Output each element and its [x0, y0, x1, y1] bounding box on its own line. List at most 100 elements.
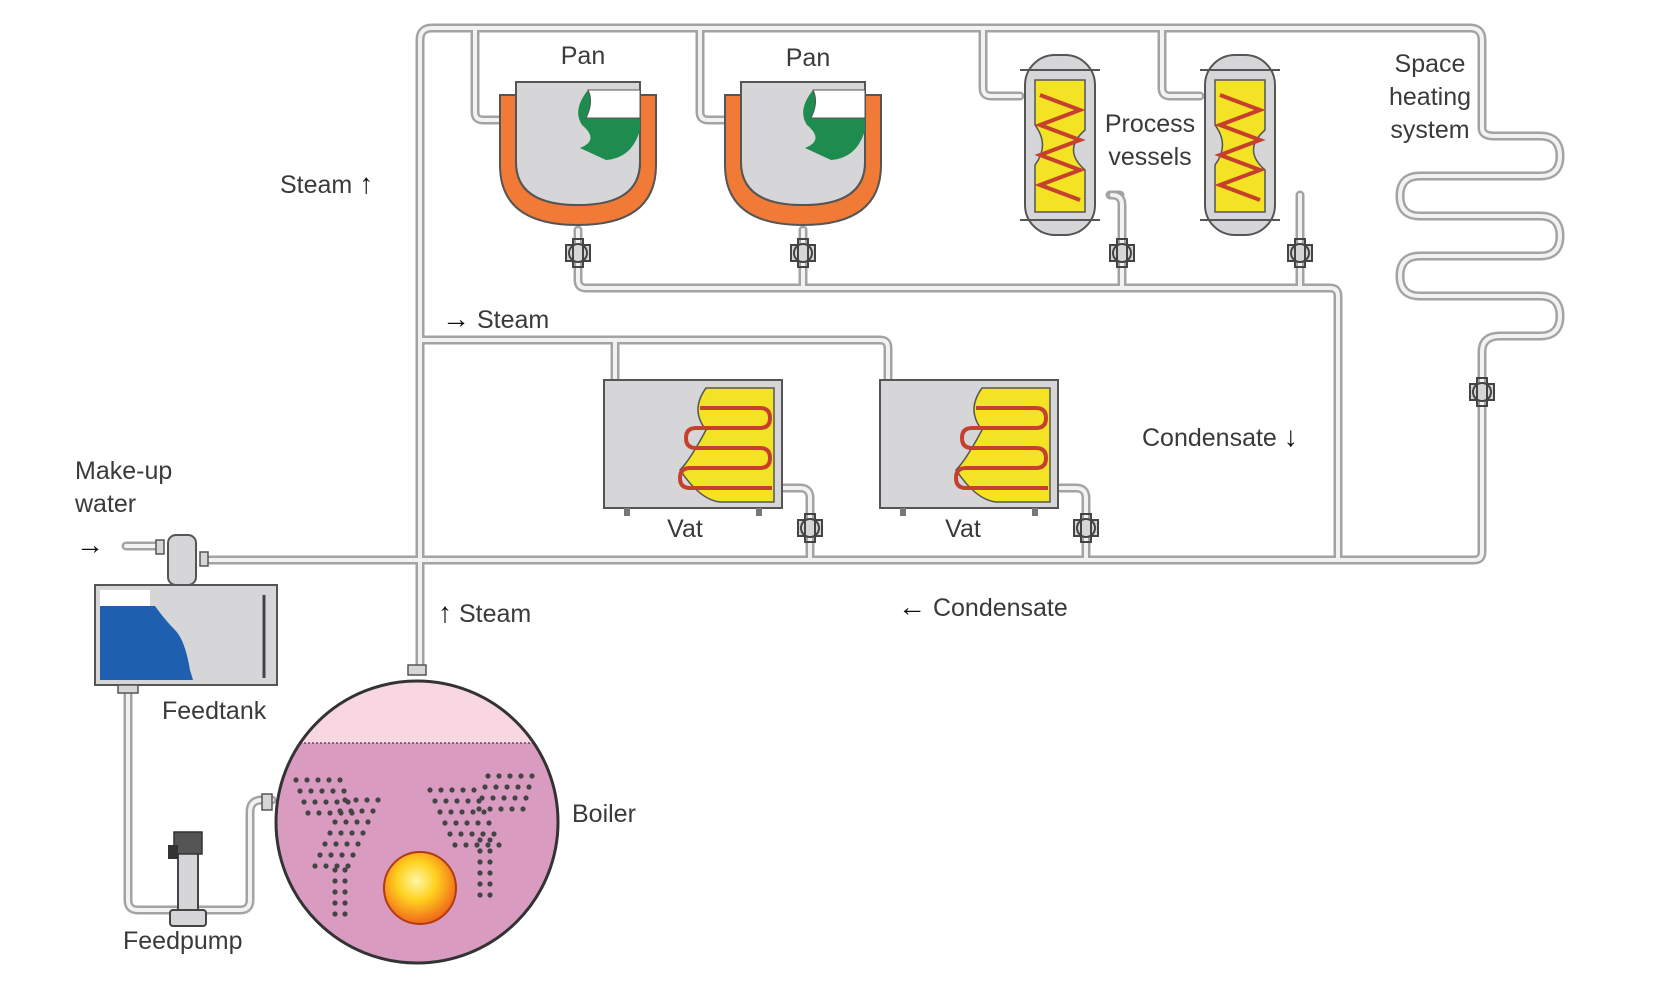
- boiler-bubble: [301, 799, 307, 805]
- label-pan-2: Pan: [785, 44, 831, 72]
- boiler-bubble: [304, 777, 310, 783]
- label-space-heating-line-2: heating: [1388, 83, 1472, 111]
- label-process-vessels-line-1: Process: [1104, 110, 1196, 138]
- boiler-bubble: [485, 773, 491, 779]
- boiler-bubble: [328, 852, 334, 858]
- label-steam-up-bottom: ↑ Steam: [438, 596, 531, 631]
- boiler-bubble: [487, 806, 493, 812]
- boiler-bubble: [334, 863, 340, 869]
- label-condensate-bottom: ← Condensate: [898, 590, 1068, 625]
- boiler-bubble: [437, 809, 443, 815]
- label-steam-right-text: Steam: [476, 306, 550, 334]
- boiler-bubble: [375, 797, 381, 803]
- boiler: [261, 664, 560, 965]
- boiler-bubble: [442, 820, 448, 826]
- pipework: [121, 23, 1565, 915]
- boiler-bubble: [360, 830, 366, 836]
- boiler-bubble: [365, 819, 371, 825]
- boiler-bubble: [447, 831, 453, 837]
- label-condensate-bottom-text: Condensate: [932, 594, 1068, 622]
- arrow-right-icon: →: [442, 303, 470, 334]
- boiler-bubble: [341, 788, 347, 794]
- label-condensate-right: Condensate ↓: [1142, 420, 1298, 455]
- boiler-bubble: [349, 830, 355, 836]
- boiler-bubble: [342, 911, 348, 917]
- boiler-bubble: [476, 806, 482, 812]
- boiler-bubble: [487, 881, 493, 887]
- boiler-bubble: [355, 841, 361, 847]
- label-process-vessels-line-2: vessels: [1108, 143, 1192, 171]
- boiler-bubble: [323, 799, 329, 805]
- boiler-bubble: [507, 773, 513, 779]
- boiler-bubble: [512, 795, 518, 801]
- boiler-bubble: [460, 787, 466, 793]
- boiler-bubble: [496, 842, 502, 848]
- steam-trap-vessel-1: [1109, 238, 1135, 268]
- boiler-bubble: [496, 773, 502, 779]
- label-space-heating-line-3: system: [1390, 116, 1470, 144]
- boiler-bubble: [319, 788, 325, 794]
- boiler-bubble: [308, 788, 314, 794]
- steam-trap-pan-2: [790, 238, 816, 268]
- steam-trap-vat-1: [797, 513, 823, 543]
- boiler-bubble: [493, 784, 499, 790]
- boiler-bubble: [364, 797, 370, 803]
- boiler-bubble: [348, 808, 354, 814]
- boiler-bubble: [342, 900, 348, 906]
- feedpump: [168, 831, 207, 927]
- boiler-bubble: [432, 798, 438, 804]
- boiler-bubble: [459, 809, 465, 815]
- boiler-bubble: [477, 892, 483, 898]
- boiler-bubble: [339, 852, 345, 858]
- boiler-bubble: [350, 852, 356, 858]
- label-process-vessels: Process vessels: [1090, 108, 1210, 174]
- boiler-bubble: [438, 787, 444, 793]
- label-makeup-water: Make-up water: [75, 455, 172, 521]
- label-steam-up-top: Steam ↑: [280, 167, 373, 202]
- boiler-bubble: [332, 900, 338, 906]
- boiler-bubble: [465, 798, 471, 804]
- boiler-bubble: [470, 809, 476, 815]
- boiler-bubble: [326, 777, 332, 783]
- boiler-bubble: [475, 820, 481, 826]
- steam-trap-vat-2: [1073, 513, 1099, 543]
- boiler-bubble: [342, 889, 348, 895]
- boiler-bubbles: [293, 773, 535, 917]
- boiler-bubble: [315, 777, 321, 783]
- boiler-bubble: [327, 830, 333, 836]
- boiler-bubble: [443, 798, 449, 804]
- arrow-makeup-inlet: →: [76, 528, 104, 563]
- process-vessel-2: [1200, 54, 1280, 236]
- boiler-bubble: [464, 820, 470, 826]
- boiler-bubble: [490, 795, 496, 801]
- boiler-bubble: [332, 911, 338, 917]
- boiler-bubble: [501, 795, 507, 801]
- boiler-bubble: [332, 889, 338, 895]
- label-condensate-right-text: Condensate: [1142, 424, 1277, 452]
- boiler-bubble: [332, 878, 338, 884]
- label-boiler: Boiler: [572, 800, 636, 828]
- boiler-bubble: [498, 806, 504, 812]
- boiler-bubble: [477, 881, 483, 887]
- boiler-bubble: [353, 797, 359, 803]
- boiler-bubble: [520, 806, 526, 812]
- boiler-bubble: [327, 810, 333, 816]
- boiler-bubble: [317, 852, 323, 858]
- boiler-bubble: [482, 784, 488, 790]
- boiler-bubble: [509, 806, 515, 812]
- boiler-bubble: [479, 795, 485, 801]
- arrow-up-icon: ↑: [359, 168, 374, 199]
- boiler-bubble: [458, 831, 464, 837]
- boiler-bubble: [480, 831, 486, 837]
- steam-trap-vessel-2: [1287, 238, 1313, 268]
- boiler-bubble: [332, 819, 338, 825]
- label-space-heating-line-1: Space: [1394, 50, 1466, 78]
- boiler-bubble: [334, 799, 340, 805]
- boiler-flame: [383, 851, 457, 925]
- feedtank: [94, 534, 278, 694]
- boiler-bubble: [529, 773, 535, 779]
- boiler-bubble: [486, 820, 492, 826]
- boiler-bubble: [330, 788, 336, 794]
- label-space-heating: Space heating system: [1365, 48, 1495, 147]
- label-feedtank: Feedtank: [162, 697, 267, 725]
